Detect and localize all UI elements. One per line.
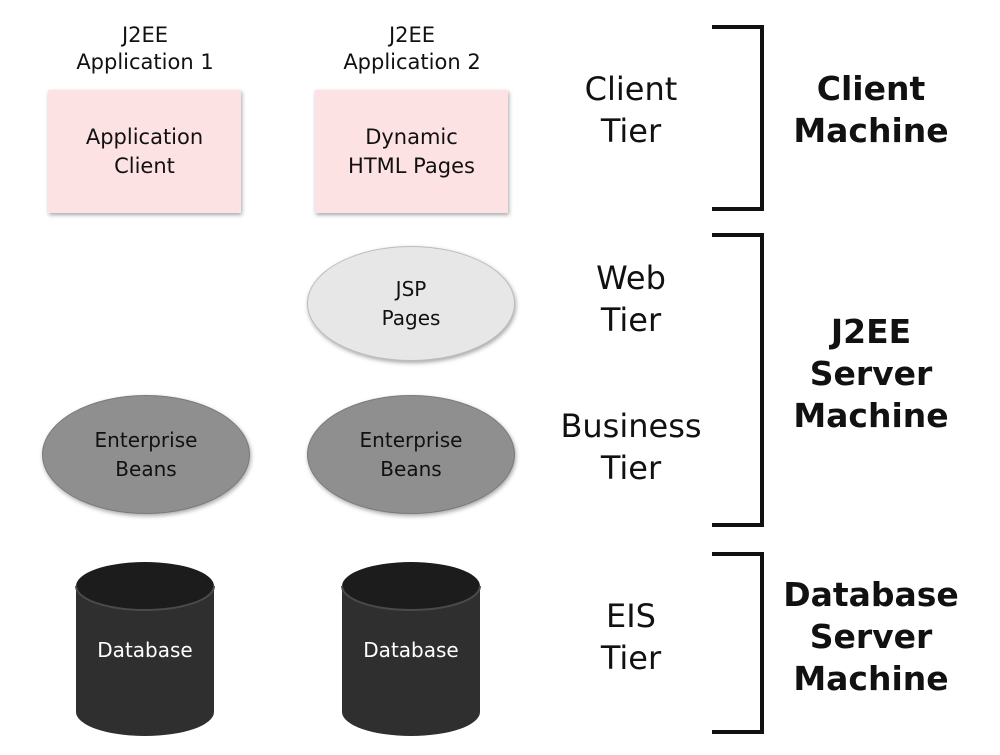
- client-machine-label: Client Machine: [751, 68, 991, 152]
- web-tier-line2: Tier: [600, 301, 662, 339]
- client-machine-line1: Client: [816, 69, 926, 108]
- beans1-line2: Beans: [115, 456, 177, 481]
- database-icon: [75, 562, 215, 736]
- j2ee-server-line1: J2EE: [830, 312, 912, 351]
- application-client-line1: Application: [85, 124, 204, 149]
- client-machine-line2: Machine: [793, 111, 949, 150]
- app1-title-line1: J2EE: [121, 23, 169, 47]
- database-label-2: Database: [363, 638, 459, 662]
- beans2-line1: Enterprise: [359, 427, 463, 452]
- business-tier-label: Business Tier: [541, 405, 721, 489]
- client-tier-line1: Client: [584, 70, 678, 108]
- database-icon: [341, 562, 481, 736]
- client-tier-line2: Tier: [600, 112, 662, 150]
- j2ee-server-line2: Server: [809, 354, 933, 393]
- beans1-line1: Enterprise: [94, 427, 198, 452]
- database-cylinder-1: Database: [74, 560, 216, 738]
- app1-title-line2: Application 1: [76, 50, 214, 74]
- eis-tier-label: EIS Tier: [541, 595, 721, 679]
- database-server-bracket: [712, 552, 764, 734]
- j2ee-server-machine-label: J2EE Server Machine: [751, 311, 991, 437]
- web-tier-line1: Web: [596, 259, 666, 297]
- database-server-machine-label: Database Server Machine: [751, 574, 991, 700]
- jsp-line1: JSP: [395, 276, 427, 301]
- app1-title: J2EE Application 1: [45, 22, 245, 76]
- business-tier-line2: Tier: [600, 449, 662, 487]
- application-client-box: Application Client: [48, 90, 241, 213]
- database-server-line2: Server: [809, 617, 933, 656]
- database-server-line3: Machine: [793, 659, 949, 698]
- app2-title-line1: J2EE: [388, 23, 436, 47]
- business-tier-line1: Business: [560, 407, 702, 445]
- j2ee-server-bracket: [712, 233, 764, 527]
- beans2-line2: Beans: [380, 456, 442, 481]
- app2-title-line2: Application 2: [343, 50, 481, 74]
- client-tier-label: Client Tier: [541, 68, 721, 152]
- jsp-line2: Pages: [381, 305, 441, 330]
- eis-tier-line1: EIS: [606, 597, 656, 635]
- database-label-1: Database: [97, 638, 193, 662]
- dynamic-html-pages-box: Dynamic HTML Pages: [315, 90, 508, 213]
- app2-title: J2EE Application 2: [312, 22, 512, 76]
- web-tier-label: Web Tier: [541, 257, 721, 341]
- dynamic-html-line1: Dynamic: [365, 124, 458, 149]
- database-cylinder-2: Database: [340, 560, 482, 738]
- enterprise-beans-ellipse-1: Enterprise Beans: [42, 395, 250, 514]
- database-server-line1: Database: [783, 575, 959, 614]
- client-machine-bracket: [712, 25, 764, 211]
- jsp-pages-ellipse: JSP Pages: [307, 246, 515, 361]
- application-client-line2: Client: [114, 153, 175, 178]
- enterprise-beans-ellipse-2: Enterprise Beans: [307, 395, 515, 514]
- j2ee-server-line3: Machine: [793, 396, 949, 435]
- dynamic-html-line2: HTML Pages: [348, 153, 475, 178]
- eis-tier-line2: Tier: [600, 639, 662, 677]
